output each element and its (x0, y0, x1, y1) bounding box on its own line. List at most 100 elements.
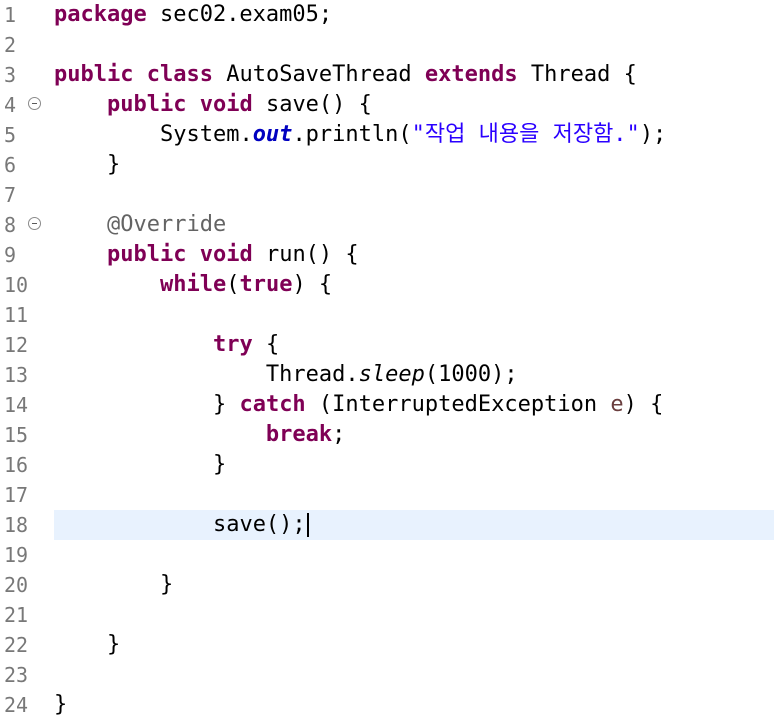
code-fragment: save(); (212, 512, 306, 537)
code-line-7[interactable]: 7 (0, 180, 774, 210)
string-literal: "작업 내용을 저장함." (411, 122, 640, 147)
code-line-3[interactable]: 3 public class AutoSaveThread extends Th… (0, 60, 774, 90)
line-number: 20 (4, 573, 29, 597)
code-text[interactable]: @Override (54, 210, 226, 240)
code-fragment: (1000); (424, 362, 518, 387)
line-number: 19 (4, 543, 29, 567)
code-fragment: ; (332, 422, 346, 447)
code-line-8[interactable]: 8 @Override (0, 210, 774, 240)
keyword: public (54, 62, 134, 87)
keyword: void (199, 92, 253, 117)
code-line-9[interactable]: 9 public void run() { (0, 240, 774, 270)
code-fragment: } (54, 692, 68, 717)
code-fragment: } (159, 572, 174, 597)
line-number: 10 (4, 273, 29, 297)
code-fragment: Thread. (265, 362, 359, 387)
code-text[interactable]: save(); (54, 510, 309, 540)
code-fragment: ) { (623, 392, 664, 417)
code-fragment: .println( (292, 122, 412, 147)
code-fragment: { (252, 332, 280, 357)
line-number: 4 (4, 93, 17, 117)
line-number: 17 (4, 483, 29, 507)
code-line-15[interactable]: 15 break; (0, 420, 774, 450)
code-line-5[interactable]: 5 System.out.println("작업 내용을 저장함."); (0, 120, 774, 150)
line-number: 2 (4, 33, 17, 57)
keyword: class (146, 62, 213, 87)
line-number: 5 (4, 123, 17, 147)
code-line-17[interactable]: 17 (0, 480, 774, 510)
line-number: 22 (4, 633, 29, 657)
code-fragment: ( (226, 272, 240, 297)
line-number: 16 (4, 453, 29, 477)
code-text[interactable]: public class AutoSaveThread extends Thre… (54, 60, 637, 90)
code-fragment: } (106, 152, 121, 177)
code-text[interactable]: } (54, 150, 120, 180)
code-fragment: } (106, 632, 121, 657)
code-text[interactable]: } (54, 450, 226, 480)
code-text[interactable]: } catch (InterruptedException e) { (54, 390, 663, 420)
code-line-4[interactable]: 4 public void save() { (0, 90, 774, 120)
keyword: try (212, 332, 253, 357)
class-name: AutoSaveThread (212, 62, 425, 87)
keyword: extends (424, 62, 518, 87)
text-caret (306, 513, 309, 537)
line-number: 6 (4, 153, 17, 177)
code-text[interactable]: System.out.println("작업 내용을 저장함."); (54, 120, 666, 150)
code-text[interactable]: try { (54, 330, 279, 360)
code-text[interactable]: Thread.sleep(1000); (54, 360, 518, 390)
line-number: 11 (4, 303, 29, 327)
code-line-24[interactable]: 24 } (0, 690, 774, 720)
code-fragment: ) { (292, 272, 333, 297)
code-text[interactable]: } (54, 690, 67, 720)
code-fragment: } (212, 392, 240, 417)
code-text[interactable]: public void save() { (54, 90, 372, 120)
code-fragment: ); (639, 122, 667, 147)
line-number: 14 (4, 393, 29, 417)
code-line-23[interactable]: 23 (0, 660, 774, 690)
code-line-6[interactable]: 6 } (0, 150, 774, 180)
code-text[interactable]: public void run() { (54, 240, 359, 270)
fold-collapse-icon[interactable] (28, 217, 41, 230)
code-line-22[interactable]: 22 } (0, 630, 774, 660)
code-fragment: (InterruptedException (305, 392, 611, 417)
code-line-21[interactable]: 21 (0, 600, 774, 630)
line-number: 15 (4, 423, 29, 447)
code-line-13[interactable]: 13 Thread.sleep(1000); (0, 360, 774, 390)
code-fragment: } (212, 452, 227, 477)
keyword: public (106, 92, 187, 117)
code-line-2[interactable]: 2 (0, 30, 774, 60)
code-text[interactable]: break; (54, 420, 345, 450)
keyword: void (199, 242, 253, 267)
code-fragment: run() { (252, 242, 359, 267)
line-number: 8 (4, 213, 17, 237)
code-line-18[interactable]: 18 save(); (0, 510, 774, 540)
line-number: 24 (4, 693, 29, 717)
code-line-16[interactable]: 16 } (0, 450, 774, 480)
code-text[interactable]: package sec02.exam05; (54, 0, 332, 30)
code-line-14[interactable]: 14 } catch (InterruptedException e) { (0, 390, 774, 420)
line-number: 21 (4, 603, 29, 627)
keyword: package (54, 2, 147, 27)
code-line-11[interactable]: 11 (0, 300, 774, 330)
code-line-12[interactable]: 12 try { (0, 330, 774, 360)
code-text[interactable]: } (54, 570, 173, 600)
code-text[interactable]: } (54, 630, 120, 660)
code-fragment: System. (159, 122, 253, 147)
line-number: 9 (4, 243, 17, 267)
code-line-1[interactable]: 1 package sec02.exam05; (0, 0, 774, 30)
code-line-20[interactable]: 20 } (0, 570, 774, 600)
fold-collapse-icon[interactable] (28, 97, 41, 110)
line-number: 7 (4, 183, 17, 207)
code-text[interactable]: while(true) { (54, 270, 332, 300)
static-field: out (252, 122, 293, 147)
code-line-10[interactable]: 10 while(true) { (0, 270, 774, 300)
keyword: break (265, 422, 333, 447)
local-variable: e (610, 392, 624, 417)
line-number: 1 (4, 3, 17, 27)
code-line-19[interactable]: 19 (0, 540, 774, 570)
line-number: 13 (4, 363, 29, 387)
keyword: true (239, 272, 293, 297)
current-line-highlight (54, 510, 774, 540)
line-number: 12 (4, 333, 29, 357)
